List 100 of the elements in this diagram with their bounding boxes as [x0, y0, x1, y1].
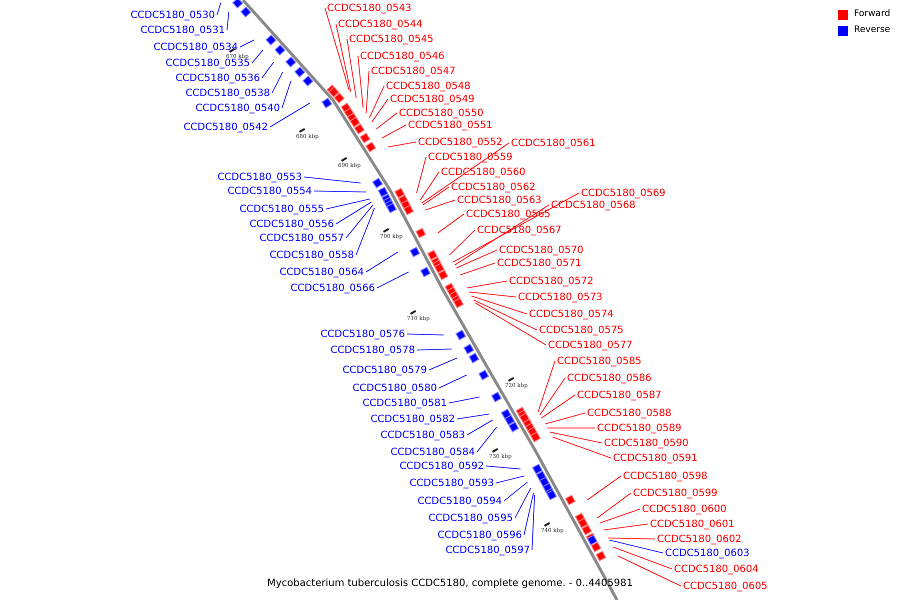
leader-line	[416, 156, 426, 194]
leader-line	[475, 302, 546, 346]
gene-label: CCDC5180_0564	[279, 266, 364, 278]
gene-label: CCDC5180_0576	[320, 328, 405, 340]
leader-line	[539, 378, 566, 416]
leader-line	[366, 252, 398, 272]
gene-label: CCDC5180_0558	[269, 250, 354, 260]
gene-label: CCDC5180_0593	[409, 478, 494, 488]
leader-line	[438, 374, 468, 388]
gene-label: CCDC5180_0579	[342, 364, 427, 376]
leader-line	[437, 214, 464, 234]
leader-line	[541, 394, 576, 418]
leader-line	[336, 202, 372, 224]
gene-label: CCDC5180_0530	[130, 10, 215, 20]
leader-line	[449, 230, 476, 256]
gene-label: CCDC5180_0605	[683, 580, 768, 592]
gene-label: CCDC5180_0543	[327, 2, 412, 14]
leader-line	[282, 80, 292, 108]
gene-label: CCDC5180_0599	[633, 488, 718, 498]
leader-line	[454, 204, 550, 266]
gene-label: CCDC5180_0577	[548, 340, 633, 350]
leader-line	[460, 262, 496, 276]
gene-label: CCDC5180_0586	[567, 372, 652, 384]
leader-line	[544, 412, 586, 424]
gene-label: CCDC5180_0573	[518, 292, 603, 302]
caption: Mycobacterium tuberculosis CCDC5180, complete genome. - 0..4405981	[267, 578, 633, 589]
leader-line	[356, 208, 375, 256]
gene-label: CCDC5180_0535	[165, 58, 250, 68]
gene-label: CCDC5180_0597	[445, 544, 530, 556]
leader-line	[376, 112, 398, 130]
leader-line	[252, 50, 264, 64]
leader-line	[382, 124, 406, 138]
gene-label: CCDC5180_0569	[581, 188, 666, 198]
leader-line	[468, 292, 516, 298]
gene-label: CCDC5180_0604	[674, 564, 759, 574]
leader-line	[524, 492, 534, 536]
gene-label: CCDC5180_0570	[499, 244, 584, 256]
leader-line	[586, 476, 622, 500]
leader-line	[406, 334, 444, 336]
leader-line	[240, 40, 254, 48]
gene-label: CCDC5180_0561	[511, 138, 596, 148]
leader-line	[471, 296, 528, 314]
leader-line	[428, 358, 458, 370]
gene-label: CCDC5180_0552	[418, 136, 503, 148]
leader-line	[538, 360, 556, 412]
leader-line	[270, 102, 310, 128]
gene-label: CCDC5180_0554	[227, 186, 312, 196]
gene-label: CCDC5180_0547	[371, 66, 456, 76]
gene-label: CCDC5180_0581	[362, 398, 447, 408]
gene-label: CCDC5180_0591	[613, 452, 698, 464]
leader-line	[514, 488, 532, 518]
gene-label: CCDC5180_0594	[417, 496, 502, 506]
leader-line	[262, 62, 274, 78]
legend-label: Reverse	[854, 25, 890, 36]
gene-label: CCDC5180_0601	[650, 518, 735, 530]
gene-label: CCDC5180_0588	[587, 408, 672, 418]
leader-line	[476, 426, 498, 452]
leader-line	[376, 272, 409, 288]
gene-label: CCDC5180_0555	[239, 204, 324, 214]
leader-line	[448, 396, 480, 404]
leader-line	[272, 72, 284, 94]
gene-label: CCDC5180_0550	[399, 108, 484, 118]
leader-line	[326, 198, 370, 210]
leader-line	[416, 348, 452, 350]
leader-line	[346, 38, 357, 98]
gene-label: CCDC5180_0590	[604, 438, 689, 448]
leader-line	[532, 494, 535, 550]
gene-label: CCDC5180_0556	[249, 218, 334, 230]
gene-label: CCDC5180_0595	[428, 512, 513, 524]
leader-line	[304, 176, 361, 184]
gene-label: CCDC5180_0575	[539, 324, 624, 336]
gene-label: CCDC5180_0585	[557, 356, 642, 366]
leader-line	[420, 172, 440, 200]
leader-line	[603, 524, 648, 530]
leader-line	[618, 556, 682, 586]
gene-label: CCDC5180_0553	[217, 172, 302, 182]
leader-line	[216, 2, 222, 16]
leader-line	[466, 420, 494, 436]
gene-label: CCDC5180_0536	[175, 72, 260, 84]
leader-line	[549, 432, 602, 444]
leader-line	[600, 508, 640, 524]
gene-label: CCDC5180_0549	[390, 94, 475, 104]
gene-label: CCDC5180_0551	[408, 120, 493, 130]
gene-label: CCDC5180_0583	[380, 430, 465, 440]
leader-line	[504, 482, 528, 502]
leader-line	[314, 190, 366, 192]
gene-label: CCDC5180_0592	[399, 460, 484, 472]
gene-label: CCDC5180_0587	[577, 390, 662, 400]
leader-line	[422, 186, 450, 206]
leader-line	[456, 250, 498, 268]
leader-line	[608, 540, 664, 554]
gene-label: CCDC5180_0598	[623, 470, 708, 482]
leader-line	[366, 70, 370, 114]
gene-label: CCDC5180_0602	[657, 534, 742, 544]
gene-label: CCDC5180_0571	[497, 258, 582, 268]
leader-line	[466, 280, 508, 288]
gene-label: CCDC5180_0578	[330, 344, 415, 356]
leader-line	[336, 24, 352, 92]
gene-label: CCDC5180_0546	[360, 50, 445, 62]
leader-line	[346, 204, 374, 238]
